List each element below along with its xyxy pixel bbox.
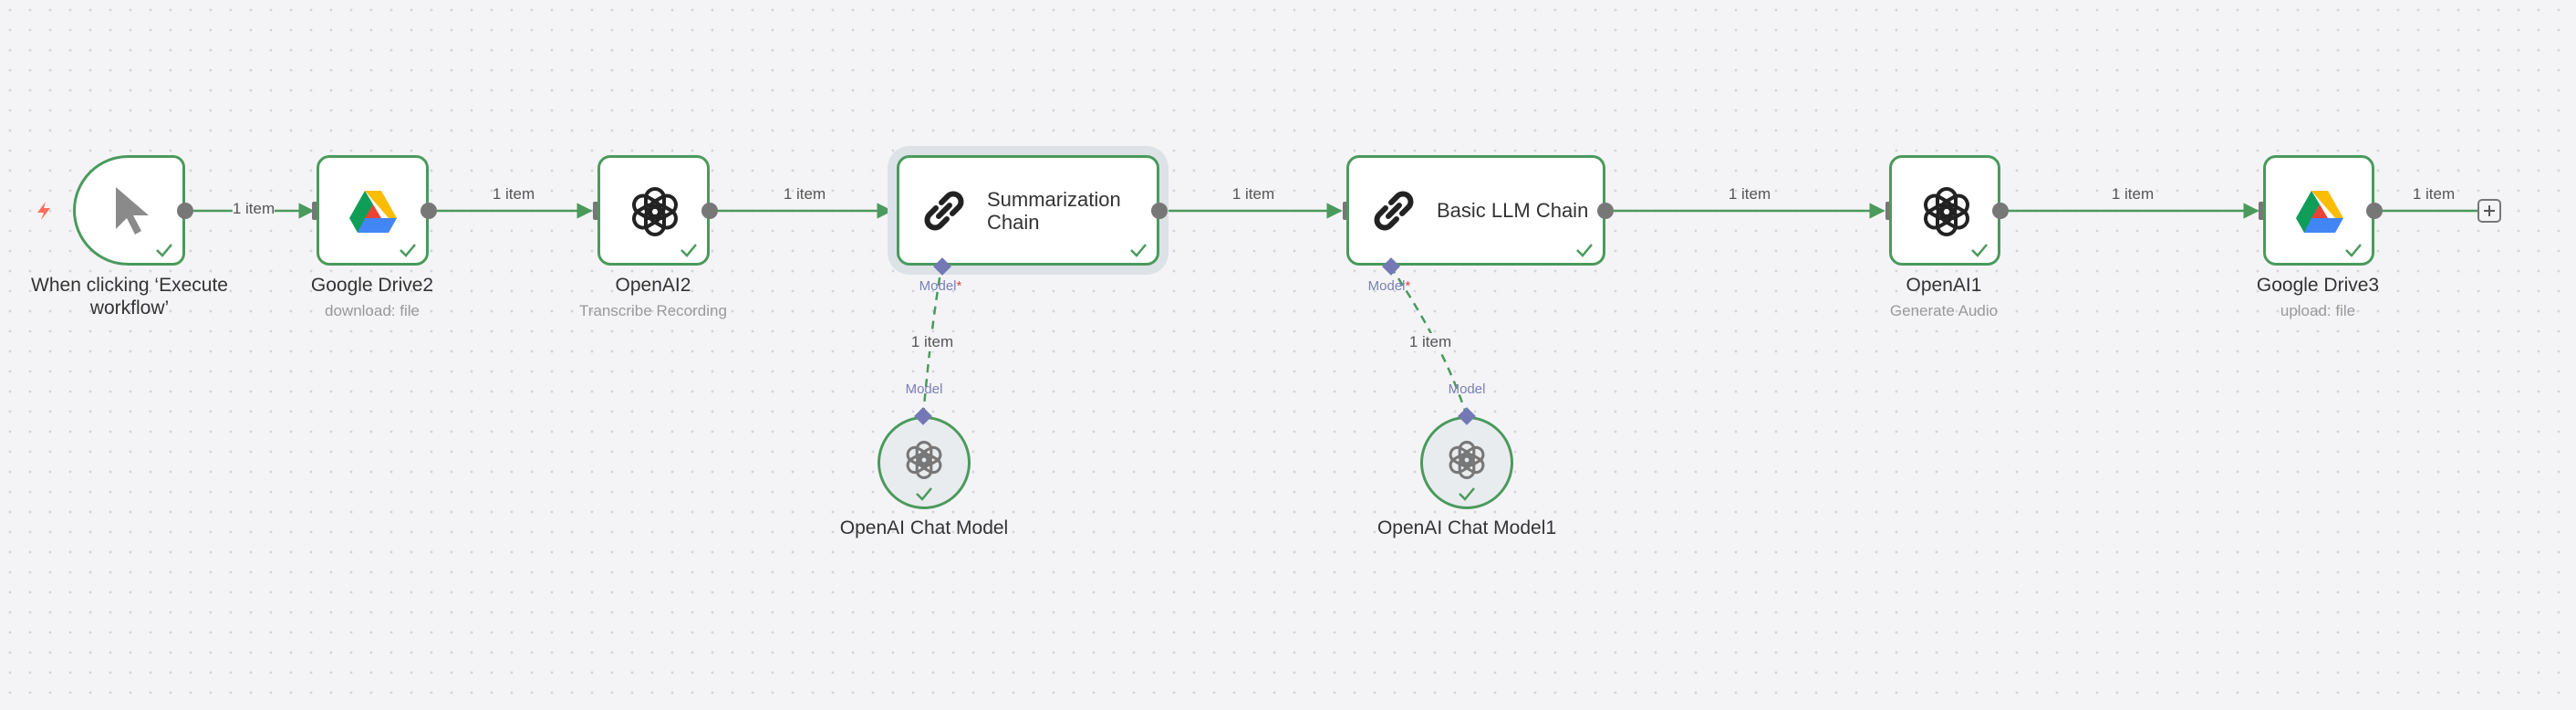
output-port[interactable] [177,203,193,219]
cursor-icon [116,187,149,235]
success-check-icon [1130,244,1147,257]
success-check-icon [156,244,172,257]
plus-icon [2484,205,2495,216]
node-title: Basic LLM Chain [1437,199,1589,222]
node-manual-trigger[interactable] [73,155,185,266]
node-label: OpenAI Chat Model [839,517,1009,538]
input-port[interactable] [312,202,319,220]
chain-link-icon [924,191,964,230]
node-label: Google Drive2 [310,275,434,296]
node-label: Google Drive3 [2256,275,2380,296]
node-label: OpenAI1 [1906,275,1982,296]
connection-chatmodel1-basicllm [1389,266,1469,417]
output-port[interactable] [701,203,718,219]
success-check-icon [1971,244,1988,257]
edge-label: 1 item [1728,185,1771,203]
output-port[interactable] [2366,203,2383,219]
edge-label: 1 item [1231,185,1275,203]
edge-label: 1 item [910,333,954,351]
openai-icon [1449,441,1485,479]
node-label: When clicking ‘Execute workflow’ [31,275,228,318]
output-port[interactable] [1151,203,1168,219]
model-output-port-label: Model [1448,381,1486,397]
openai-icon [906,441,942,479]
model-port-label: Model* [1367,278,1411,294]
node-openai-chat-model[interactable] [878,416,971,509]
trigger-bolt-icon [37,202,50,220]
edge-label: 1 item [2111,185,2155,203]
input-port[interactable] [593,202,600,220]
connection-chatmodel-summarization [921,266,943,417]
node-subtitle: download: file [325,302,420,319]
openai-icon [632,187,678,236]
success-check-icon [1459,487,1475,501]
success-check-icon [1576,244,1593,257]
output-port[interactable] [1992,203,2009,219]
google-drive-icon [2296,191,2343,233]
node-label: OpenAI Chat Model1 [1376,517,1557,538]
edge-label: 1 item [232,200,275,218]
google-drive-icon [349,191,397,233]
output-port[interactable] [421,203,437,219]
model-output-port-label: Model [905,381,943,397]
edge-label: 1 item [2412,185,2456,203]
openai-icon [1924,187,1969,236]
node-google-drive3[interactable] [2263,155,2374,266]
chain-link-icon [1374,191,1414,230]
node-label: OpenAI2 [615,275,691,296]
node-basic-llm-chain[interactable]: Basic LLM Chain [1346,155,1605,266]
edge-label: 1 item [1408,333,1452,351]
success-check-icon [400,244,416,257]
edge-label: 1 item [492,185,535,203]
node-summarization-chain[interactable]: Summarization Chain [897,155,1159,266]
node-subtitle: Generate Audio [1889,302,1999,319]
output-port[interactable] [1597,203,1614,219]
success-check-icon [2345,244,2362,257]
node-subtitle: upload: file [2280,302,2356,319]
input-port[interactable] [2259,202,2266,220]
node-openai-chat-model1[interactable] [1420,416,1513,509]
node-title: Summarization Chain [987,187,1121,234]
node-openai2[interactable] [597,155,710,266]
node-openai1[interactable] [1889,155,2000,266]
add-node-button[interactable] [2477,199,2501,223]
node-subtitle: Transcribe Recording [579,302,727,319]
edge-label: 1 item [783,185,826,203]
model-port-label: Model* [919,278,962,294]
success-check-icon [916,487,932,501]
success-check-icon [680,244,697,257]
node-google-drive2[interactable] [317,155,429,266]
